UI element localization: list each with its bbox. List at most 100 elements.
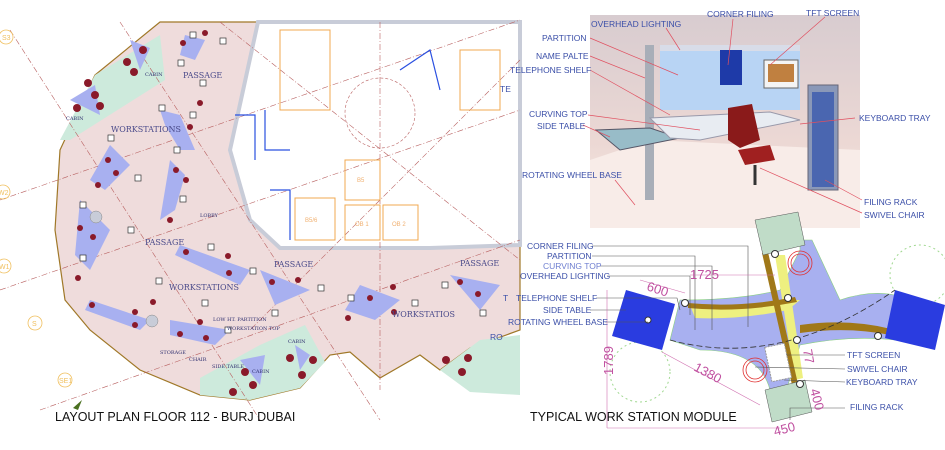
cut-label: TE	[500, 84, 511, 94]
render-callout-swivel-chair: SWIVEL CHAIR	[864, 210, 925, 220]
render-callout-keyboard-tray: KEYBOARD TRAY	[859, 113, 931, 123]
zone-passage: PASSAGE	[145, 238, 184, 247]
swivel-chair	[728, 104, 760, 148]
dimension-600: 600	[645, 279, 670, 300]
render-callout-side-table: SIDE TABLE	[537, 121, 586, 131]
rotating-wheel-base	[644, 316, 652, 324]
module-callout-partition: PARTITION	[547, 251, 592, 261]
dimension-400: 400	[807, 387, 827, 412]
zone-passage: PASSAGE	[183, 71, 222, 80]
post	[645, 45, 654, 200]
grid-label: W1	[0, 264, 10, 271]
plan-title: LAYOUT PLAN FLOOR 112 - BURJ DUBAI	[55, 410, 295, 424]
keyboard-tray	[764, 342, 793, 383]
module-callout-rotating-wheel-base: ROTATING WHEEL BASE	[508, 317, 608, 327]
grid-label: W2	[0, 190, 9, 197]
module-callout-telephone-shelf: TELEPHONE SHELF	[516, 293, 597, 303]
module-callout-filing-rack: FILING RACK	[850, 402, 904, 412]
module-callout-curving-top: CURVING TOP	[543, 261, 602, 271]
cut-label: RO	[490, 332, 503, 342]
post-markers	[681, 250, 882, 388]
filing-rack-door	[812, 92, 834, 187]
corner-filing	[720, 50, 742, 85]
grid-bubbles	[0, 29, 73, 388]
zone-passage: PASSAGE	[460, 259, 499, 268]
dimension-1380: 1380	[692, 359, 725, 386]
grid-label: S	[32, 321, 37, 328]
outline-arc	[669, 289, 896, 349]
core-area	[227, 20, 522, 250]
render-callout-overhead-lighting: OVERHEAD LIGHTING	[591, 19, 681, 29]
module-callout-side-table: SIDE TABLE	[543, 305, 592, 315]
dimension-lines	[606, 274, 780, 429]
filing-rack	[764, 379, 813, 423]
module-leaders	[590, 245, 846, 420]
partition	[800, 322, 895, 336]
cabin-area	[440, 335, 520, 395]
room-label: OB 2	[392, 222, 406, 228]
cut-label: T	[503, 293, 508, 303]
north-arrow-icon	[73, 400, 82, 410]
room-label: B5	[357, 178, 365, 184]
render-callout-filing-rack: FILING RACK	[864, 197, 918, 207]
zone-cabin: CABIN	[145, 72, 163, 78]
annotation-chair: CHAIR	[189, 357, 207, 363]
room-label: B5/6	[305, 218, 318, 224]
dimension-1725: 1725	[690, 267, 719, 282]
module-title: TYPICAL WORK STATION MODULE	[530, 410, 737, 424]
zone-workstations: WORKSTATIONS	[169, 283, 239, 292]
filing-rack	[754, 211, 806, 256]
dimension-77: 77	[800, 348, 817, 365]
storage-units	[79, 31, 487, 334]
chairs	[73, 30, 481, 396]
callout-leaders	[582, 16, 863, 214]
module-callout-corner-filing: CORNER FILING	[527, 241, 594, 251]
partition	[762, 252, 798, 385]
chair-swing	[742, 250, 813, 383]
zone-cabin: CABIN	[66, 116, 84, 122]
zone-workstations: WORKSTATIONS	[111, 125, 181, 134]
annotation-low-partition: LOW HT. PARTITION	[213, 317, 267, 323]
core-circle	[344, 77, 416, 149]
render-callout-name-plate: NAME PALTE	[536, 51, 589, 61]
curving-top-band	[775, 255, 803, 380]
module-callout-overhead-lighting: OVERHEAD LIGHTING	[520, 271, 610, 281]
module-plan	[590, 211, 945, 429]
module-callout-swivel-chair: SWIVEL CHAIR	[847, 364, 908, 374]
module-callout-keyboard-tray: KEYBOARD TRAY	[846, 377, 918, 387]
annotation-side-table: SIDE TABLE	[212, 364, 244, 370]
zone-cabin: CABIN	[288, 339, 306, 345]
grid-label: S3	[2, 35, 11, 42]
room-label: OB 1	[355, 222, 369, 228]
render-callout-telephone-shelf: TELEPHONE SHELF	[510, 65, 591, 75]
clearance-circle	[609, 341, 671, 403]
module-callout-tft-screen: TFT SCREEN	[847, 350, 900, 360]
render-callout-curving-top: CURVING TOP	[529, 109, 588, 119]
tft-display	[768, 64, 794, 82]
render-floor	[590, 140, 860, 228]
side-table	[612, 290, 675, 350]
render-callout-partition: PARTITION	[542, 33, 587, 43]
grid-label: SE1	[59, 378, 72, 385]
round-table	[89, 210, 103, 224]
workstation-render	[582, 15, 863, 228]
zone-passage: PASSAGE	[274, 260, 313, 269]
clearance-circle	[889, 244, 945, 306]
annotation-workstation-top: WORKSTATION TOP	[227, 326, 280, 332]
render-callout-rotating-wheel-base: ROTATING WHEEL BASE	[522, 170, 622, 180]
zone-workstations: WORKSTATIOS	[392, 310, 455, 319]
zone-cabin: CABIN	[252, 369, 270, 375]
floor-plan: S3 W2 W1 S SE1 B5 B5/6 OB 1 OB 2 TE T RO…	[0, 19, 522, 424]
render-callout-corner-filing: CORNER FILING	[707, 9, 774, 19]
core-rooms	[279, 29, 501, 241]
dimension-1789: 1789	[601, 346, 616, 375]
dimension-450: 450	[772, 419, 797, 439]
zone-lobby: LOBBY	[200, 213, 219, 219]
annotation-storage: STORAGE	[160, 350, 186, 356]
render-callout-tft-screen: TFT SCREEN	[806, 8, 859, 18]
core-walls	[235, 49, 441, 240]
side-table	[885, 290, 945, 350]
partition	[688, 297, 797, 310]
chair-seat	[738, 145, 775, 165]
